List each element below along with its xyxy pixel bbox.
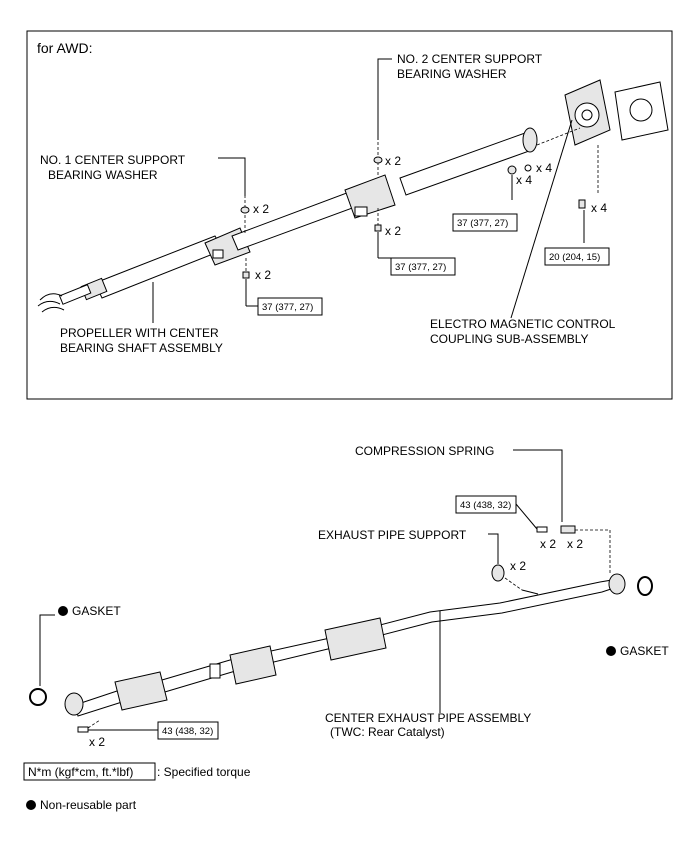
rear-gasket-bullet [606,646,616,656]
support-qty: x 2 [510,559,526,573]
coupling-bolt-qty: x 4 [591,201,607,215]
torque-rear-joint: 43 (438, 32) [460,500,511,511]
torque-box-front-bearing [257,297,323,316]
no2-washer-qty: x 2 [385,154,401,168]
torque-center-bearing: 37 (377, 27) [395,262,446,273]
torque-box-rear-flange [452,213,518,232]
coupling-label-2: COUPLING SUB-ASSEMBLY [430,332,588,346]
front-nut-qty: x 2 [255,268,271,282]
front-bolt-qty: x 2 [89,735,105,749]
torque-box-coupling [544,247,610,266]
no1-washer-label-1: NO. 1 CENTER SUPPORT [40,153,186,167]
propeller-label-2: BEARING SHAFT ASSEMBLY [60,341,223,355]
front-gasket-ring [29,688,47,706]
rear-washer-qty: x 4 [536,161,552,175]
legend-torque-box [23,762,156,781]
center-pipe-label-2: (TWC: Rear Catalyst) [330,725,445,739]
mid-nut-qty: x 2 [385,224,401,238]
compression-spring-label: COMPRESSION SPRING [355,444,494,458]
front-gasket-bullet [58,606,68,616]
torque-coupling: 20 (204, 15) [549,252,600,263]
legend-nonreusable-bullet [26,800,36,810]
center-pipe-label-1: CENTER EXHAUST PIPE ASSEMBLY [325,711,531,725]
propeller-shaft [80,127,538,301]
no2-washer-label-2: BEARING WASHER [397,67,507,81]
hardware-bottom [77,525,576,733]
legend-nonreusable-text: Non-reusable part [40,798,137,812]
exhaust-support-label: EXHAUST PIPE SUPPORT [318,528,467,542]
front-yoke [37,284,92,313]
coupling-unit [564,79,669,146]
awd-panel-border [26,30,673,400]
front-gasket-label: GASKET [72,604,121,618]
torque-box-center-bearing [390,257,456,276]
propeller-label-1: PROPELLER WITH CENTER [60,326,219,340]
torque-box-rear-joint [455,495,517,514]
coupling-label-1: ELECTRO MAGNETIC CONTROL [430,317,616,331]
spring-bolt-qty: x 2 [540,537,556,551]
no2-washer-label-1: NO. 2 CENTER SUPPORT [397,52,543,66]
torque-box-front-joint [157,721,219,740]
awd-heading: for AWD: [37,40,93,56]
spring-qty: x 2 [567,537,583,551]
rear-gasket-label: GASKET [620,644,669,658]
rear-gasket-ring [637,576,653,596]
torque-front-bearing: 37 (377, 27) [262,302,313,313]
no1-washer-label-2: BEARING WASHER [48,168,158,182]
torque-rear-flange: 37 (377, 27) [457,218,508,229]
legend-torque-text: : Specified torque [157,765,251,779]
center-exhaust-pipe [64,573,626,717]
legend-torque-unit: N*m (kgf*cm, ft.*lbf) [28,765,133,779]
rear-nut-qty: x 4 [516,173,532,187]
no1-washer-qty: x 2 [253,202,269,216]
torque-front-joint: 43 (438, 32) [162,726,213,737]
hardware-top [240,156,586,279]
